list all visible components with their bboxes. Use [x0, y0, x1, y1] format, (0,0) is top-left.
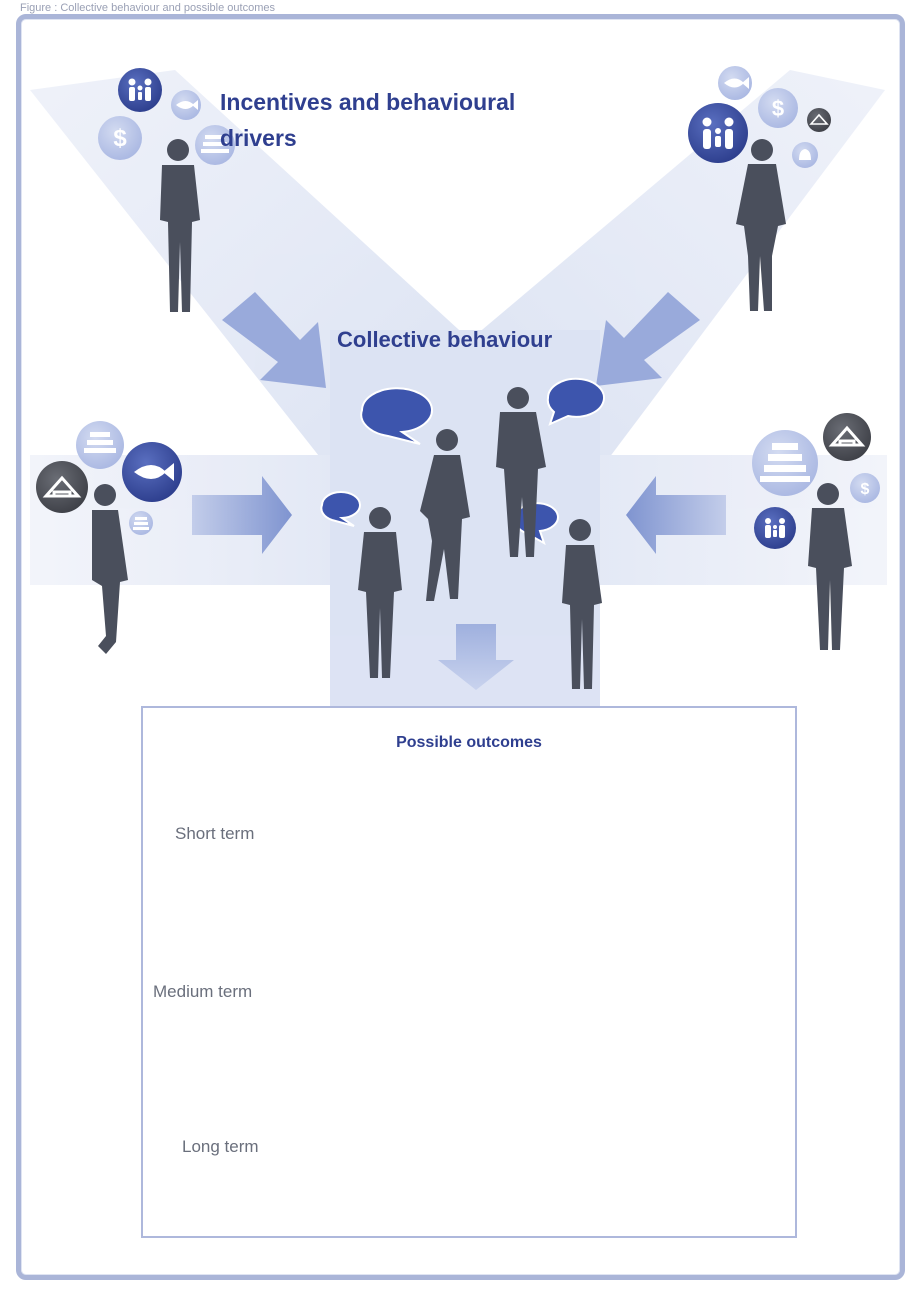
arrow-top-right: [596, 292, 700, 386]
possible-outcomes-panel: Possible outcomes: [141, 706, 797, 1238]
medium-term-label: Medium term: [153, 982, 253, 1001]
bell-icon: [792, 142, 818, 168]
house-icon: [823, 413, 871, 461]
svg-text:$: $: [772, 96, 784, 121]
fish-icon: [718, 66, 752, 100]
person-silhouette: [736, 139, 786, 311]
arrow-top-left: [222, 292, 326, 388]
family-icon: [754, 507, 796, 549]
dollar-icon: $: [850, 473, 880, 503]
stack-icon: [76, 421, 124, 469]
dollar-icon: $: [758, 88, 798, 128]
arrow-down: [438, 624, 514, 690]
long-term-label: Long term: [182, 1137, 259, 1156]
arrow-left: [192, 476, 292, 554]
person-silhouette: [808, 483, 852, 650]
arrow-right: [626, 476, 726, 554]
incentives-heading-text: Incentives and behavioural drivers: [220, 89, 516, 151]
outcomes-title: Possible outcomes: [396, 734, 542, 751]
family-icon: [688, 103, 748, 163]
fish-icon: [171, 90, 201, 120]
person-silhouette: [496, 387, 546, 557]
person-silhouette: [420, 429, 470, 601]
collective-heading: Collective behaviour: [337, 327, 553, 352]
person-silhouette: [92, 484, 128, 654]
dollar-icon: $: [98, 116, 142, 160]
svg-text:$: $: [113, 125, 127, 152]
short-term-label: Short term: [175, 824, 255, 843]
person-silhouette: [562, 519, 602, 689]
stack-icon: [752, 430, 818, 496]
incentives-heading: Incentives and behavioural drivers: [220, 84, 520, 156]
figure-caption: Figure : Collective behaviour and possib…: [20, 2, 275, 14]
person-silhouette: [160, 139, 200, 312]
stack-icon: [195, 125, 235, 165]
person-silhouette: [358, 507, 402, 678]
house-icon: [807, 108, 831, 132]
house-icon: [36, 461, 88, 513]
stack-icon: [129, 511, 153, 535]
fish-icon: [122, 442, 182, 502]
family-icon: [118, 68, 162, 112]
svg-text:$: $: [861, 481, 870, 498]
